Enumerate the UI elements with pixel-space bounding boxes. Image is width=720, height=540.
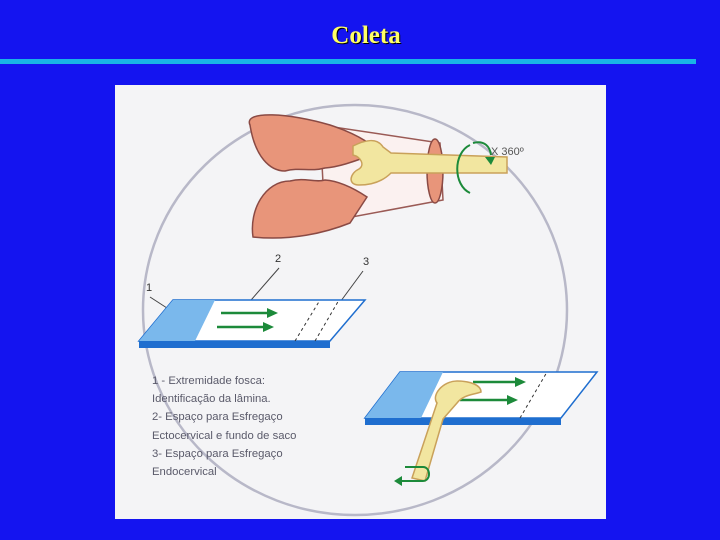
- legend-line: Endocervical: [152, 466, 217, 479]
- slide-title: Coleta: [331, 22, 401, 49]
- slide-2: [363, 371, 599, 486]
- rotation-arrow: [456, 144, 471, 194]
- legend-line: 2- Espaço para Esfregaço: [152, 411, 283, 424]
- rotation-label: X 360º: [491, 146, 524, 158]
- legend: 1 - Extremidade fosca: Identificação da …: [152, 372, 352, 481]
- spatula-in-cervix: [350, 139, 508, 186]
- cervix-illustration: X 360º: [248, 114, 524, 239]
- collection-diagram: X 360º 1 2 3: [115, 85, 606, 519]
- cervix-upper-lip: [248, 114, 378, 172]
- legend-line: 3- Espaço para Esfregaço: [152, 447, 283, 460]
- legend-line: Ectocervical e fundo de saco: [152, 429, 297, 442]
- spatula-on-slide: [411, 380, 482, 482]
- marker-3: 3: [363, 256, 369, 268]
- legend-line: 1 - Extremidade fosca:: [152, 375, 266, 387]
- legend-line: Identificação da lâmina.: [152, 393, 271, 406]
- background-circle: [141, 103, 569, 517]
- marker-1: 1: [146, 282, 152, 294]
- title-divider: [0, 59, 696, 64]
- slide-1: [137, 299, 367, 348]
- cervix-lower-lip: [251, 178, 369, 239]
- frosted-end-1: [139, 300, 215, 341]
- marker-2: 2: [275, 253, 281, 265]
- return-arrow: [402, 466, 430, 482]
- frosted-end-2: [365, 372, 443, 418]
